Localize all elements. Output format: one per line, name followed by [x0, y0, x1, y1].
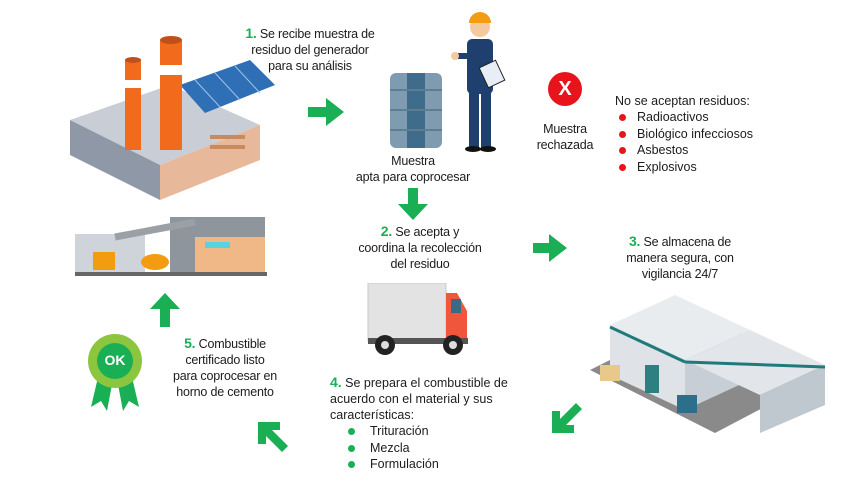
text-line: para coprocesar en: [172, 369, 278, 383]
text-line: del residuo: [390, 257, 450, 271]
text-line: Muestra: [391, 154, 435, 168]
item-label: Explosivos: [637, 159, 697, 174]
item-label: Biológico infecciosos: [637, 126, 754, 141]
step-number: 1.: [245, 25, 257, 41]
item-label: Formulación: [370, 457, 439, 471]
text-line: rechazada: [536, 138, 594, 152]
not-accepted-title: No se aceptan residuos:: [615, 94, 750, 108]
arrow-down-icon: [398, 188, 428, 220]
text-line: para su análisis: [268, 59, 352, 73]
text-line: Se recibe muestra de: [259, 27, 375, 41]
item-label: Mezcla: [370, 440, 410, 455]
text-line: apta para coprocesar: [355, 170, 471, 184]
arrow-down-left-icon: [552, 403, 582, 433]
step5-text: 5. Combustible certificado listo para co…: [150, 335, 300, 400]
list-item: Biológico infecciosos: [615, 126, 753, 143]
list-item: Explosivos: [615, 159, 753, 176]
list-item: Asbestos: [615, 142, 753, 159]
text-line: acuerdo con el material y sus: [330, 392, 493, 406]
text-line: Muestra: [543, 122, 587, 136]
text-line: residuo del generador: [251, 43, 369, 57]
sample-ok-text: Muestra apta para coprocesar: [338, 153, 488, 185]
list-item: Trituración: [348, 423, 550, 440]
text-line: Se almacena de: [643, 235, 732, 249]
list-item: Formulación: [348, 456, 550, 473]
factory-illustration: [70, 36, 275, 200]
bullet-icon: [348, 428, 355, 435]
step2-text: 2. Se acepta y coordina la recolección d…: [335, 223, 505, 272]
cement-plant-illustration: [75, 217, 267, 276]
truck-illustration: [367, 283, 468, 355]
item-label: Asbestos: [637, 143, 689, 157]
rejected-x-icon: X: [548, 72, 582, 106]
step-number: 4.: [330, 374, 342, 390]
step1-text: 1. Se recibe muestra de residuo del gene…: [225, 25, 395, 74]
arrow-right-icon: [308, 98, 344, 126]
bullet-icon: [619, 114, 626, 121]
warehouse-illustration: [590, 295, 825, 433]
bullet-icon: [619, 130, 626, 138]
item-label: Radioactivos: [637, 110, 709, 124]
bullet-icon: [619, 163, 626, 171]
text-line: Combustible: [198, 337, 266, 351]
barrel-and-inspector-illustration: [390, 12, 506, 152]
arrow-up-left-icon: [258, 422, 288, 452]
text-line: vigilancia 24/7: [641, 267, 719, 281]
list-item: Radioactivos: [615, 109, 753, 126]
step3-text: 3. Se almacena de manera segura, con vig…: [600, 233, 760, 282]
ok-certified-badge-icon: OK: [87, 333, 143, 413]
text-line: características:: [330, 408, 415, 422]
arrow-up-icon: [150, 293, 180, 327]
arrow-right-icon: [533, 234, 567, 262]
badge-label: OK: [104, 352, 126, 368]
text-line: Se prepara el combustible de: [345, 376, 508, 390]
text-line: coordina la recolección: [358, 241, 482, 255]
bullet-icon: [348, 461, 355, 468]
item-label: Trituración: [370, 424, 429, 438]
list-item: Mezcla: [348, 440, 550, 457]
text-line: manera segura, con: [626, 251, 734, 265]
step-number: 2.: [380, 223, 393, 239]
sample-rejected-text: Muestra rechazada: [515, 121, 615, 153]
bullet-icon: [619, 147, 626, 154]
text-line: Se acepta y: [395, 225, 460, 239]
step-number: 3.: [628, 233, 641, 249]
step4-text: 4. Se prepara el combustible de acuerdo …: [330, 374, 550, 473]
not-accepted-list: No se aceptan residuos: Radioactivos Bio…: [615, 93, 753, 175]
bullet-icon: [348, 444, 355, 452]
text-line: horno de cemento: [176, 385, 274, 399]
step-number: 5.: [184, 335, 196, 351]
text-line: certificado listo: [185, 353, 265, 367]
